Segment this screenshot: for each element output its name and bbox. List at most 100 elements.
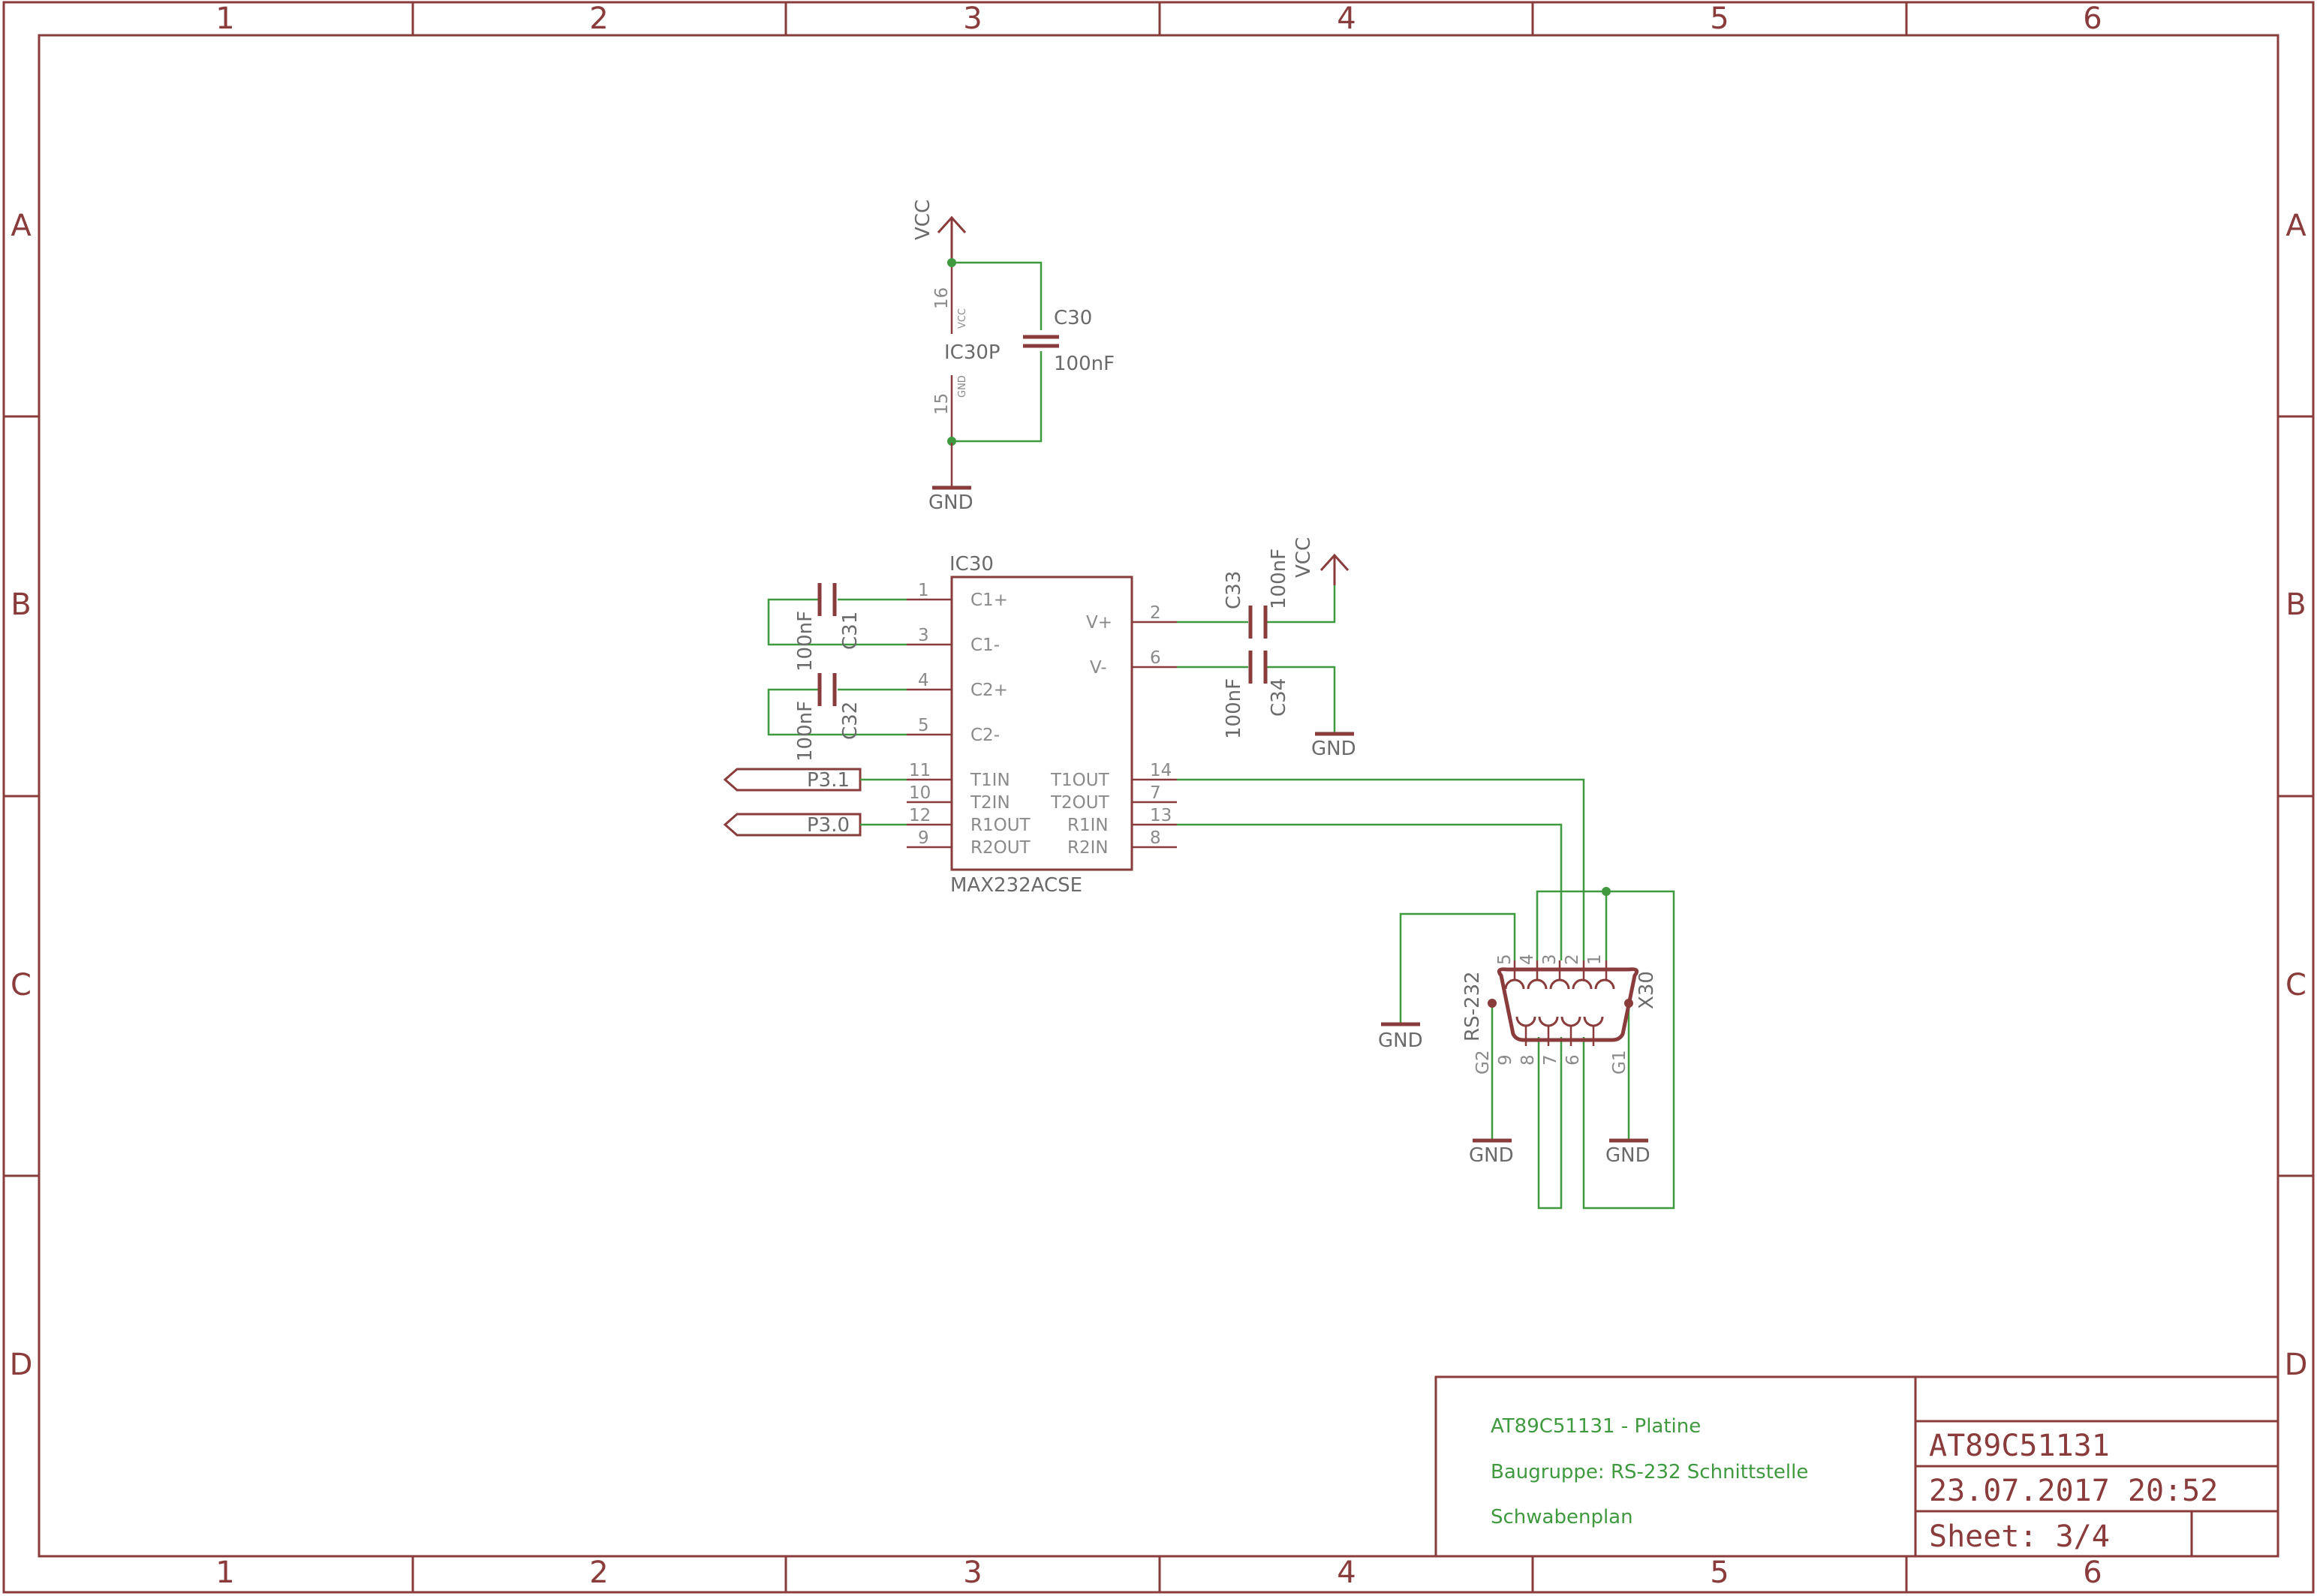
- ic30-pin-c2p: C2+: [970, 681, 1008, 700]
- ic30-pin-c2m: C2-: [970, 726, 1000, 745]
- ic30-pin2-num: 2: [1150, 603, 1161, 623]
- ic30-max232: IC30 MAX232ACSE 1 3 4 5 11 10 12 9 C1+ C…: [907, 553, 1177, 897]
- gnd-symbol-x30-g2: GND: [1469, 1138, 1514, 1167]
- title-line-2: Baugruppe: RS-232 Schnittstelle: [1491, 1461, 1808, 1483]
- net-port-p31: P3.1: [723, 768, 907, 792]
- pin-gnd-name: GND: [957, 375, 968, 398]
- pin-vcc-name: VCC: [957, 308, 968, 329]
- row-label-d: D: [10, 1348, 33, 1382]
- ic30-pin-t1in: T1IN: [970, 771, 1010, 790]
- c33-value: 100nF: [1268, 549, 1290, 609]
- row-label-a-right: A: [2285, 209, 2306, 243]
- ic30-pin-c1p: C1+: [970, 591, 1008, 610]
- x30-shell: [1497, 967, 1639, 1042]
- ic30-pin8-num: 8: [1150, 828, 1161, 848]
- ic30-pin-vplus: V+: [1086, 613, 1112, 633]
- title-project: AT89C51131: [1929, 1429, 2110, 1463]
- capacitor-c34: 100nF C34: [1177, 651, 1336, 739]
- row-label-c-right: C: [2285, 968, 2306, 1002]
- connector-x30: 5 4 3 2 1 9 8 7 6 G2 G1 X30 RS-232: [1461, 954, 1658, 1075]
- ic30-pin-vminus: V-: [1090, 658, 1107, 678]
- x30-pin7: 7: [1541, 1054, 1560, 1066]
- ic30-pin-r1in: R1IN: [1067, 816, 1109, 835]
- ic30-pin-t2in: T2IN: [970, 793, 1010, 813]
- gnd-symbol-x30-g1: GND: [1605, 1138, 1650, 1167]
- ic30-pin-t2out: T2OUT: [1050, 793, 1110, 813]
- c32-name: C32: [839, 702, 862, 740]
- gnd-label-decoupling: GND: [928, 491, 973, 514]
- junction-x30: [1602, 887, 1611, 896]
- vcc-supply-symbol: VCC: [912, 200, 967, 261]
- net-port-p30: P3.0: [723, 813, 907, 837]
- gnd-symbol-x30-left: GND: [1378, 1022, 1423, 1052]
- ic30-pin10-num: 10: [909, 783, 931, 803]
- gnd-label-x30-g2: GND: [1469, 1144, 1514, 1167]
- ic30-value: MAX232ACSE: [950, 874, 1082, 897]
- ic30-pin4-num: 4: [918, 671, 929, 690]
- x30-pin4: 4: [1518, 954, 1537, 965]
- port-p30-label: P3.0: [807, 814, 850, 837]
- title-date: 23.07.2017 20:52: [1929, 1474, 2218, 1508]
- gnd-label-x30-g1: GND: [1605, 1144, 1650, 1167]
- ic30-name: IC30: [949, 553, 994, 576]
- col-label-4: 4: [1337, 2, 1356, 36]
- x30-g1-point: [1624, 999, 1633, 1008]
- col-label-5-bottom: 5: [1710, 1555, 1729, 1590]
- ic30-pin14-num: 14: [1150, 761, 1172, 780]
- junction-vcc: [947, 258, 956, 267]
- x30-pin3: 3: [1540, 954, 1560, 965]
- col-label-6-bottom: 6: [2083, 1555, 2102, 1590]
- port-p31-label: P3.1: [807, 769, 850, 792]
- capacitor-c30: C30 100nF: [1023, 307, 1115, 375]
- x30-pin9: 9: [1496, 1054, 1515, 1066]
- col-label-5: 5: [1710, 2, 1729, 36]
- gnd-label-c34: GND: [1311, 738, 1356, 760]
- c34-value: 100nF: [1223, 678, 1245, 739]
- x30-g1-label: G1: [1610, 1050, 1629, 1075]
- col-label-2: 2: [589, 2, 608, 36]
- pin-15-number: 15: [932, 393, 952, 415]
- col-label-1-bottom: 1: [215, 1555, 234, 1590]
- x30-pin2: 2: [1563, 954, 1582, 965]
- ic30-pin-r2out: R2OUT: [970, 838, 1031, 858]
- capacitor-c31: 100nF C31: [767, 583, 907, 672]
- ic30-pin-c1m: C1-: [970, 636, 1000, 655]
- col-label-1: 1: [215, 2, 234, 36]
- row-label-b: B: [11, 588, 31, 622]
- col-label-4-bottom: 4: [1337, 1555, 1356, 1590]
- row-label-b-right: B: [2285, 588, 2306, 622]
- ic30-pin1-num: 1: [918, 581, 929, 600]
- vcc-supply-c33: VCC: [1292, 537, 1350, 585]
- x30-pin1: 1: [1585, 954, 1605, 965]
- c31-value: 100nF: [794, 611, 817, 672]
- row-label-d-right: D: [2285, 1348, 2308, 1382]
- ic30-pin-r2in: R2IN: [1067, 838, 1109, 858]
- ic30-pin5-num: 5: [918, 716, 929, 735]
- row-label-c: C: [11, 968, 32, 1002]
- title-line-3: Schwabenplan: [1491, 1506, 1633, 1528]
- ic30-pin3-num: 3: [918, 626, 929, 645]
- c30-value: 100nF: [1054, 353, 1115, 375]
- gnd-label-x30-left: GND: [1378, 1029, 1423, 1052]
- c31-name: C31: [839, 612, 862, 650]
- col-label-3-bottom: 3: [963, 1555, 982, 1590]
- ic30-pin6-num: 6: [1150, 648, 1161, 668]
- ic30-pin7-num: 7: [1150, 783, 1161, 803]
- x30-pin6: 6: [1563, 1054, 1583, 1066]
- c32-value: 100nF: [794, 701, 817, 762]
- x30-g2-label: G2: [1473, 1050, 1493, 1075]
- col-label-3: 3: [963, 2, 982, 36]
- rs232-signal-wires: [1177, 778, 1675, 1210]
- title-block: AT89C51131 - Platine Baugruppe: RS-232 S…: [1434, 1375, 2279, 1558]
- vcc-label-c33: VCC: [1292, 537, 1315, 578]
- vcc-label-top: VCC: [912, 200, 934, 240]
- capacitor-c32: 100nF C32: [767, 673, 907, 762]
- gnd-symbol-decoupling: GND: [928, 443, 973, 514]
- gnd-symbol-c34: GND: [1311, 732, 1356, 760]
- junction-gnd: [947, 437, 956, 446]
- x30-g2-point: [1488, 999, 1497, 1008]
- ic30-pin-t1out: T1OUT: [1050, 771, 1110, 790]
- ic30-body: [950, 576, 1133, 871]
